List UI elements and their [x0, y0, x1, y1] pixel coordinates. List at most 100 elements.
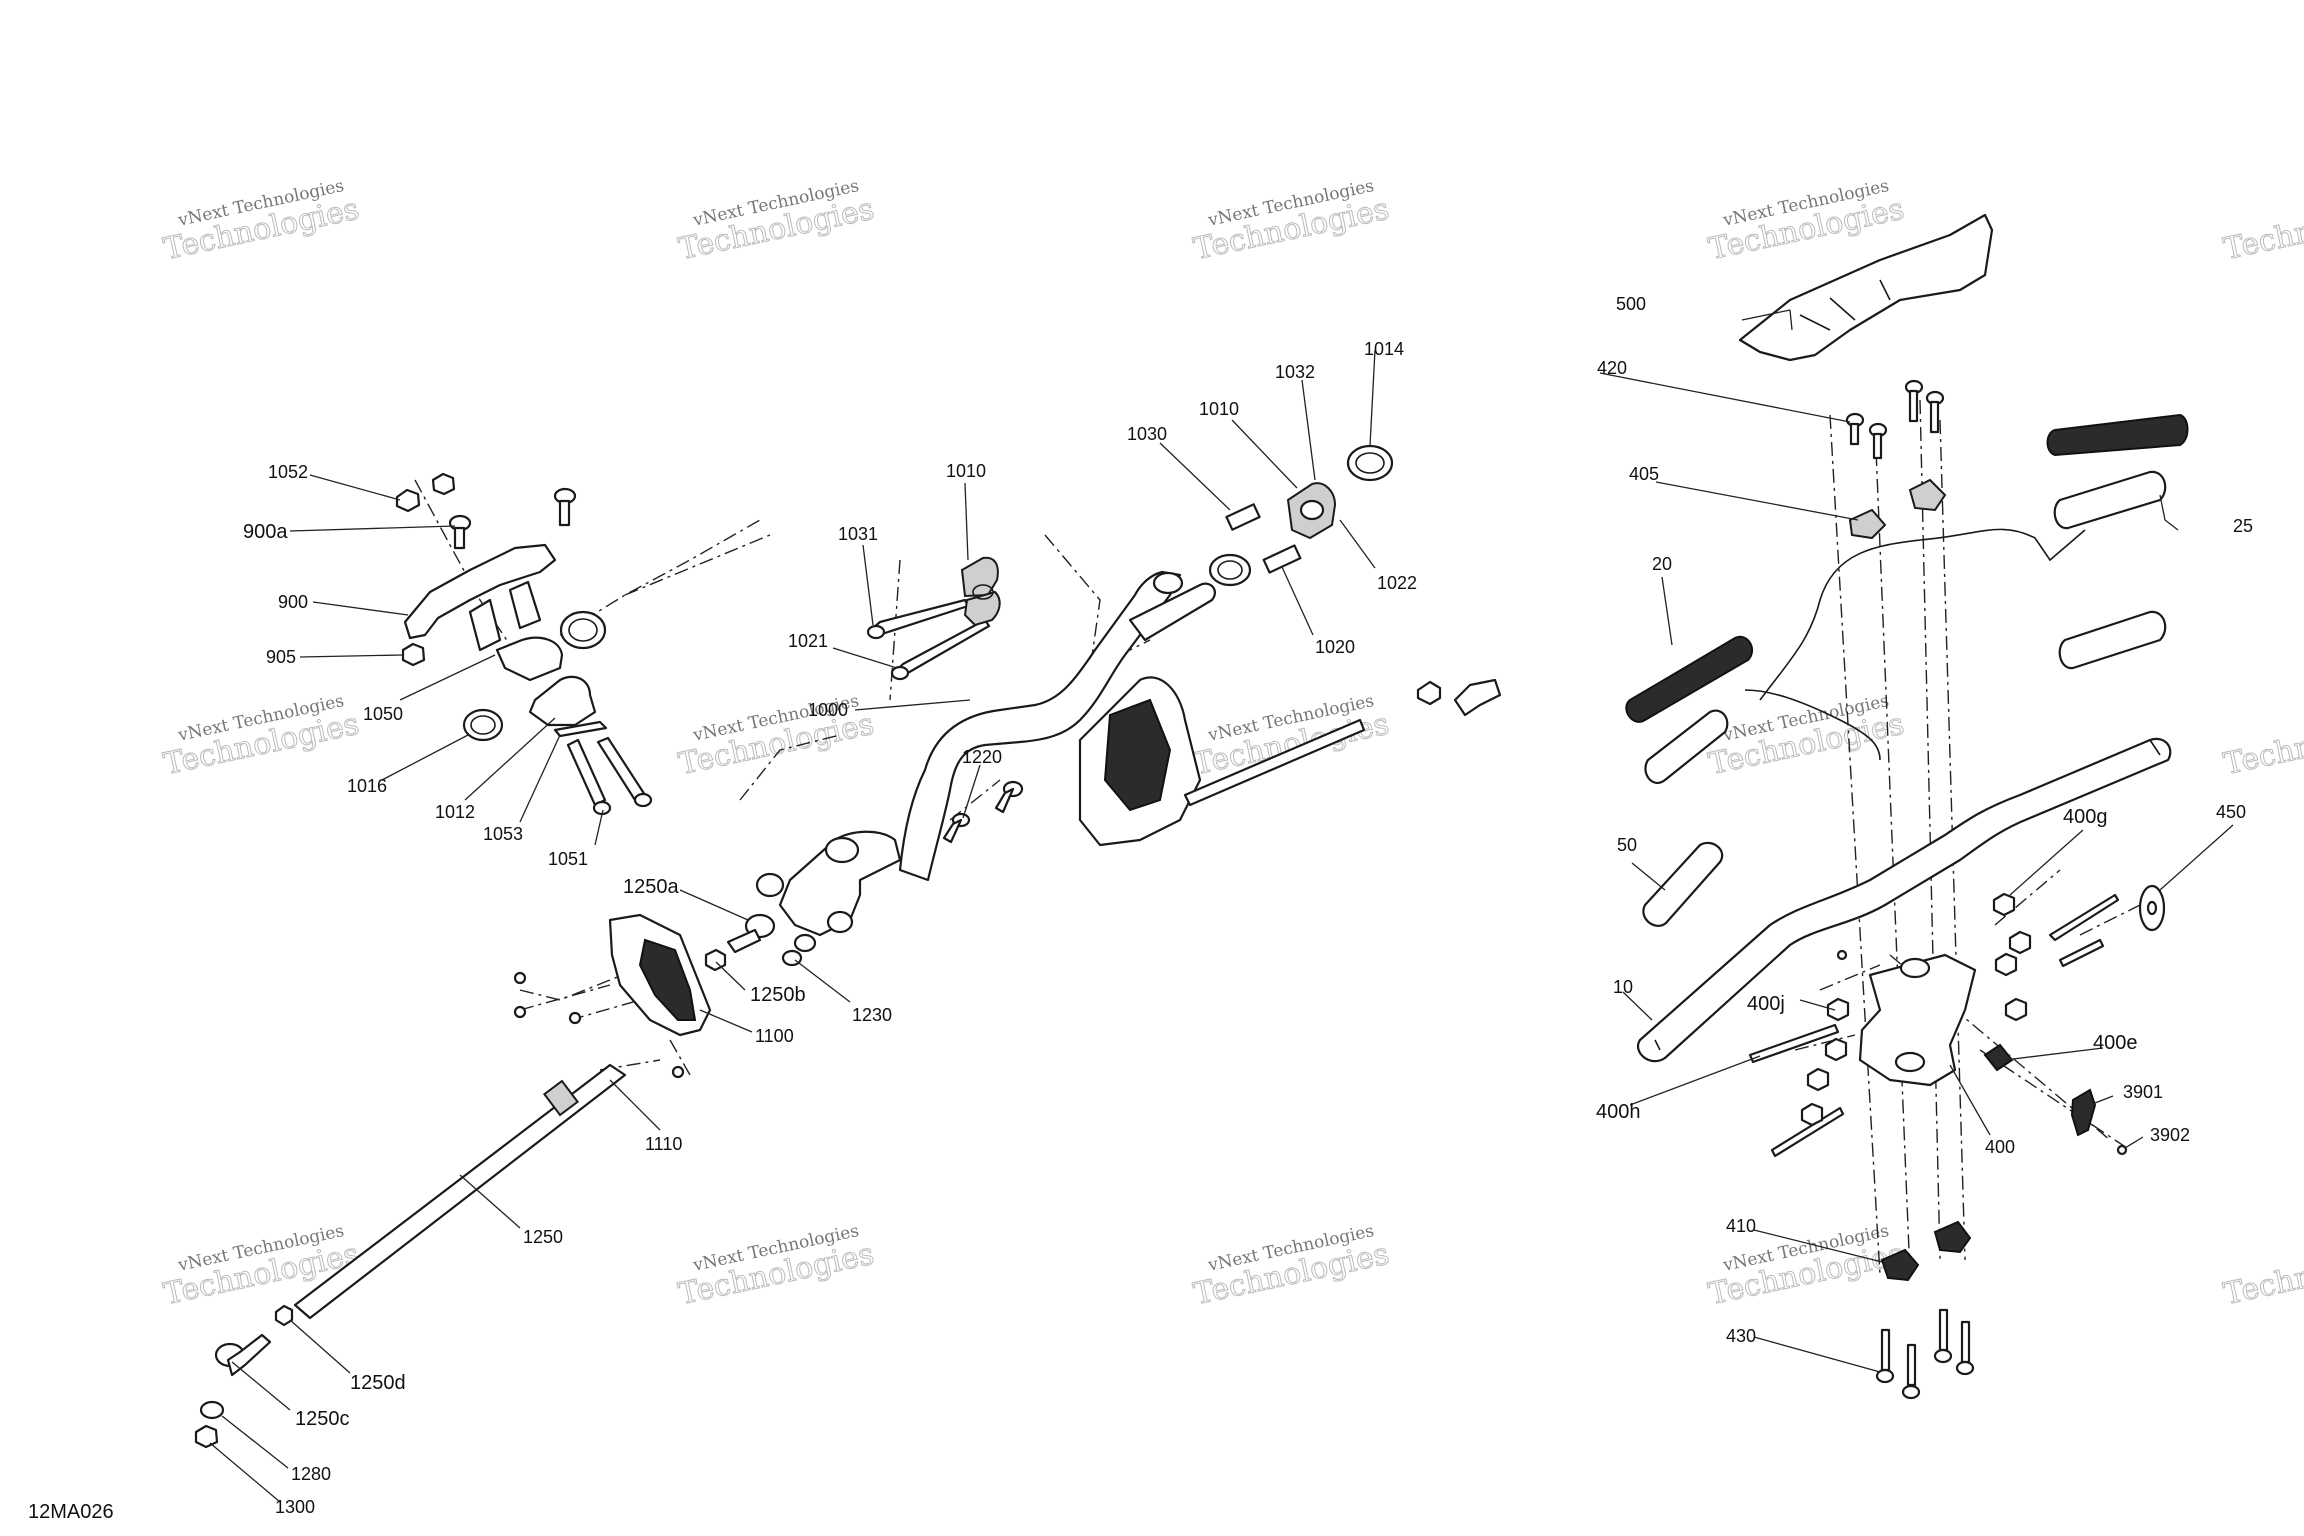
callout-400e: 400e [2093, 1032, 2138, 1054]
callout-1110: 1110 [645, 1134, 682, 1154]
bracket-900 [403, 543, 557, 640]
svg-text:Technologies: Technologies [2221, 192, 2304, 268]
svg-text:Technologies: Technologies [2221, 1237, 2304, 1313]
steering-shaft-1000 [898, 570, 1182, 882]
callout-10: 10 [1613, 977, 1633, 997]
callout-3901: 3901 [2123, 1082, 2163, 1102]
callout-1230: 1230 [852, 1005, 892, 1025]
callout-400h: 400h [1596, 1101, 1641, 1123]
callout-1250c: 1250c [295, 1408, 350, 1430]
callout-410: 410 [1726, 1216, 1756, 1236]
watermark: Technologies vNext Technologies [160, 176, 362, 268]
clamp-410 [1880, 1220, 1972, 1282]
callout-420: 420 [1597, 358, 1627, 378]
callout-1021: 1021 [788, 631, 828, 651]
ring-1014 [1346, 444, 1394, 482]
handlebar-parts [1625, 213, 2189, 1400]
callout-1016: 1016 [347, 776, 387, 796]
handlebar-10 [1637, 737, 2172, 1063]
nut-1300 [194, 1424, 219, 1449]
callout-1010: 1010 [1199, 399, 1239, 419]
rod-collar [542, 1079, 580, 1117]
callout-1022: 1022 [1377, 573, 1417, 593]
watermark: Technologies vNext Technologies [1705, 176, 1907, 268]
handlebar-pad-500 [1738, 213, 1994, 362]
grip-20 [1625, 635, 1754, 784]
callout-1051: 1051 [548, 849, 588, 869]
callout-900a: 900a [243, 521, 288, 543]
riser-bore [1894, 1051, 1926, 1073]
grip-25 [2046, 413, 2189, 670]
watermarks: Technologies vNext Technologies Technolo… [160, 176, 2304, 1313]
callout-430: 430 [1726, 1326, 1756, 1346]
callout-500: 500 [1616, 294, 1646, 314]
watermark: Technologies [2220, 706, 2304, 783]
watermark: Technologies [2220, 1236, 2304, 1313]
callout-1250: 1250 [523, 1227, 563, 1247]
bolt-420 [1845, 379, 1945, 460]
callout-labels: 1052 900a 900 905 1050 1016 1012 1053 10… [243, 294, 2253, 1517]
watermark: Technologies vNext Technologies [1190, 691, 1392, 783]
housing-recess [638, 938, 697, 1021]
callout-20: 20 [1652, 554, 1672, 574]
callout-25: 25 [2233, 516, 2253, 536]
callout-400j: 400j [1747, 993, 1785, 1015]
svg-text:Technologies: Technologies [2221, 707, 2304, 783]
link-end [1416, 678, 1502, 717]
ring-1020 [1208, 553, 1252, 587]
callout-1014: 1014 [1364, 339, 1404, 359]
nut-1250b [704, 948, 727, 972]
callout-1220: 1220 [962, 747, 1002, 767]
callout-1010: 1010 [946, 461, 986, 481]
callout-1020: 1020 [1315, 637, 1355, 657]
bolt-1051 [566, 736, 653, 816]
lever-3901 [2070, 1088, 2097, 1137]
callout-400: 400 [1985, 1137, 2015, 1157]
arm-eye [755, 872, 785, 898]
wire-harness [1759, 528, 2086, 701]
bolt-1031 [866, 598, 970, 640]
callout-1030: 1030 [1127, 424, 1167, 444]
wire-harness [1744, 689, 1881, 761]
diagram-reference-code: 12MA026 [28, 1501, 114, 1523]
riser-bore [1899, 957, 1931, 979]
shaft-end [1152, 571, 1184, 595]
callout-1032: 1032 [1275, 362, 1315, 382]
callout-900: 900 [278, 592, 308, 612]
center-housing-recess [1103, 698, 1172, 812]
callout-1050: 1050 [363, 704, 403, 724]
watermark: Technologies [2220, 191, 2304, 268]
callout-1300: 1300 [275, 1497, 315, 1517]
washer-1280 [199, 1400, 225, 1420]
seal-1016 [462, 610, 607, 742]
bolt-1021 [890, 618, 991, 681]
spacer-1053 [553, 720, 608, 738]
nut-1250d [274, 1304, 294, 1327]
bearing-bore [1299, 499, 1325, 521]
callout-50: 50 [1617, 835, 1637, 855]
washer-450 [2138, 884, 2166, 932]
callout-1012: 1012 [435, 802, 475, 822]
clamp-1012 [528, 675, 597, 727]
drag-link [1183, 718, 1366, 807]
arm-boss [824, 836, 860, 864]
nut-400g [1992, 892, 2032, 1022]
callout-1100: 1100 [755, 1026, 794, 1046]
callout-1000: 1000 [808, 700, 848, 720]
bolt-900a [448, 487, 577, 550]
callout-1250a: 1250a [623, 876, 679, 898]
tie-rod-end-1250a [726, 913, 776, 954]
watermark: Technologies vNext Technologies [1705, 691, 1907, 783]
clamp-405 [1848, 478, 1947, 540]
leader-lines [209, 309, 2234, 1503]
arm-eye [826, 910, 854, 934]
steering-column-parts [194, 444, 1502, 1449]
callout-450: 450 [2216, 802, 2246, 822]
callout-905: 905 [266, 647, 296, 667]
callout-1031: 1031 [838, 524, 878, 544]
callout-1250d: 1250d [350, 1372, 406, 1394]
clamp-1010 [960, 556, 1001, 627]
nut-400j [1800, 949, 1850, 1127]
pin-1020 [1262, 544, 1302, 574]
